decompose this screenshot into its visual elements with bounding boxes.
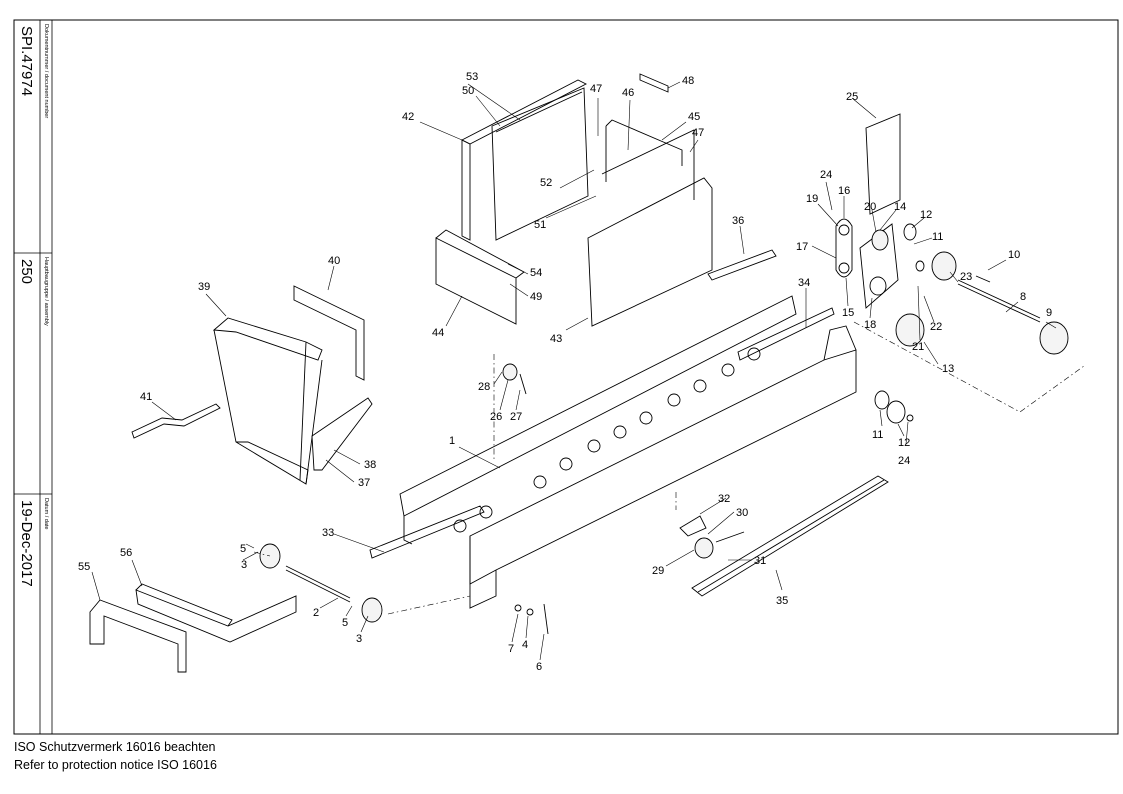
callout-16: 16 — [838, 185, 850, 197]
callout-34: 34 — [798, 277, 810, 289]
callout-9: 9 — [1046, 307, 1052, 319]
callout-50: 50 — [462, 85, 474, 97]
callout-47: 47 — [692, 127, 704, 139]
document-number: SPI.47974 — [18, 26, 35, 96]
callout-2: 2 — [313, 607, 319, 619]
callout-46: 46 — [622, 87, 634, 99]
callout-21: 21 — [912, 341, 924, 353]
callout-30: 30 — [736, 507, 748, 519]
callout-13: 13 — [942, 363, 954, 375]
callout-33: 33 — [322, 527, 334, 539]
callout-18: 18 — [864, 319, 876, 331]
callout-20: 20 — [864, 201, 876, 213]
callout-49: 49 — [530, 291, 542, 303]
callout-41: 41 — [140, 391, 152, 403]
callout-29: 29 — [652, 565, 664, 577]
callout-19: 19 — [806, 193, 818, 205]
callout-53: 53 — [466, 71, 478, 83]
callouts: 1 2 3 3 4 5 5 6 7 8 9 10 11 11 12 12 13 … — [78, 71, 1052, 673]
callout-24: 24 — [820, 169, 832, 181]
callout-14: 14 — [894, 201, 906, 213]
callout-44: 44 — [432, 327, 444, 339]
callout-37: 37 — [358, 477, 370, 489]
protection-notice-de: ISO Schutzvermerk 16016 beachten — [14, 740, 216, 754]
exploded-assembly-drawing: Dokumentnummer / document number SPI.479… — [13, 19, 1119, 735]
callout-6: 6 — [536, 661, 542, 673]
assembly-number: 250 — [18, 259, 35, 284]
callout-25: 25 — [846, 91, 858, 103]
callout-31: 31 — [754, 555, 766, 567]
callout-8: 8 — [1020, 291, 1026, 303]
assembly-label: Hauptbaugruppe / assembly — [43, 257, 49, 326]
date-label: Datum / date — [43, 498, 49, 530]
callout-51: 51 — [534, 219, 546, 231]
callout-40: 40 — [328, 255, 340, 267]
callout-32: 32 — [718, 493, 730, 505]
callout-28: 28 — [478, 381, 490, 393]
drawing-frame — [13, 19, 1119, 735]
callout-36: 36 — [732, 215, 744, 227]
callout-12: 12 — [898, 437, 910, 449]
callout-5: 5 — [240, 543, 246, 555]
callout-1: 1 — [449, 435, 455, 447]
protection-notice-en: Refer to protection notice ISO 16016 — [14, 758, 217, 772]
callout-11: 11 — [932, 231, 943, 243]
center-lines — [253, 321, 1085, 615]
callout-48: 48 — [682, 75, 694, 87]
callout-4: 4 — [522, 639, 528, 651]
callout-17: 17 — [796, 241, 808, 253]
drawing-date: 19-Dec-2017 — [18, 500, 35, 587]
callout-39: 39 — [198, 281, 210, 293]
leader-lines — [91, 81, 1057, 661]
callout-26: 26 — [490, 411, 502, 423]
callout-43: 43 — [550, 333, 562, 345]
callout-12: 12 — [920, 209, 932, 221]
callout-27: 27 — [510, 411, 522, 423]
callout-47: 47 — [590, 83, 602, 95]
callout-38: 38 — [364, 459, 376, 471]
callout-35: 35 — [776, 595, 788, 607]
callout-11: 11 — [872, 429, 883, 441]
callout-54: 54 — [530, 267, 542, 279]
callout-5: 5 — [342, 617, 348, 629]
callout-45: 45 — [688, 111, 700, 123]
callout-7: 7 — [508, 643, 514, 655]
callout-22: 22 — [930, 321, 942, 333]
callout-55: 55 — [78, 561, 90, 573]
document-number-label: Dokumentnummer / document number — [43, 24, 49, 118]
callout-23: 23 — [960, 271, 972, 283]
callout-3: 3 — [241, 559, 247, 571]
callout-15: 15 — [842, 307, 854, 319]
callout-56: 56 — [120, 547, 132, 559]
callout-42: 42 — [402, 111, 414, 123]
callout-52: 52 — [540, 177, 552, 189]
callout-10: 10 — [1008, 249, 1020, 261]
parts — [89, 73, 1069, 673]
callout-3: 3 — [356, 633, 362, 645]
callout-24: 24 — [898, 455, 910, 467]
